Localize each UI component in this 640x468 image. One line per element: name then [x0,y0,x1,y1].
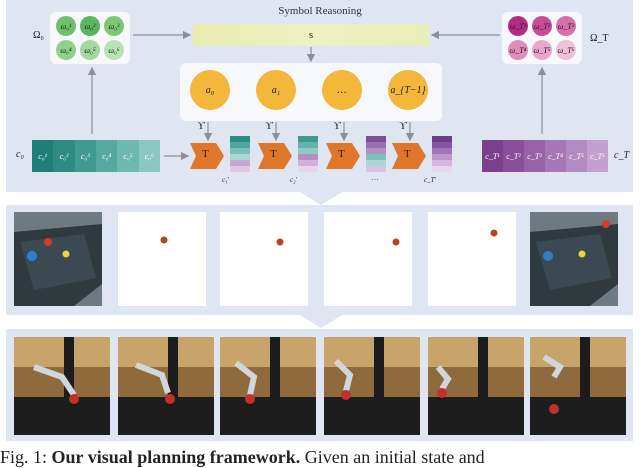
s-symbol: s [308,29,314,41]
t-symbol-2: T [270,148,277,160]
omega-0-circle-2: ω₀² [80,16,100,36]
robot-frame-5 [428,337,524,435]
omega-0-box: ω₀¹ ω₀² ω₀³ ω₀⁴ ω₀⁵ ω₀⁶ [50,12,130,64]
omega-0-circle-3: ω₀³ [104,16,124,36]
upsilon-2: ϒ [265,120,273,132]
omega-t-circle-5: ω_T⁵ [532,40,552,60]
action-a0: a₀ [190,70,230,110]
omega-0-circle-6: ω₀⁶ [104,40,124,60]
action-at-1: a_{T−1} [388,70,428,110]
ct-bar: c_T¹ c_T² c_T³ c_T⁴ c_T⁵ c_T⁶ [482,140,608,172]
t-symbol-3: T [338,148,345,160]
c0-cell-1: c₀¹ [32,140,54,172]
generated-frame-2 [220,212,308,306]
action-a1: a₁ [256,70,296,110]
c0-bar: c₀¹ c₀² c₀³ c₀⁴ c₀⁵ c₀⁶ [32,140,160,172]
flow-arrows [87,30,547,161]
transition-block-3: T [326,143,360,169]
goal-scene-image [530,212,618,306]
s-bar: s [193,24,429,46]
omega-t-circle-4: ω_T⁴ [508,40,528,60]
c-ellipsis-label: … [372,174,379,182]
ct-cell-1: c_T¹ [482,140,503,172]
generated-frame-3 [324,212,412,306]
c0-cell-5: c₀⁵ [117,140,139,172]
t-symbol-1: T [202,148,209,160]
c0-cell-4: c₀⁴ [95,140,118,172]
ct-main-label: c_T [614,150,629,161]
ct-label: c_T' [424,176,436,184]
transition-block-2: T [258,143,292,169]
c0-cell-2: c₀² [53,140,75,172]
upsilon-1: ϒ [197,120,205,132]
robot-frame-4 [324,337,420,435]
ct-cell-5: c_T⁵ [566,140,587,172]
c2-label: c₂' [290,176,298,184]
c1-label: c₁' [222,176,230,184]
omega-t-circle-2: ω_T² [532,16,552,36]
state-stack-2 [298,136,318,172]
caption-rest: Given an initial state and [300,447,485,467]
omega-0-label: Ω₀ [33,30,44,41]
figure-title: Symbol Reasoning [278,5,362,17]
robot-frame-3 [220,337,316,435]
caption-bold: Our visual planning framework. [51,447,301,467]
ct-cell-4: c_T⁴ [545,140,566,172]
omega-t-circle-1: ω_T¹ [508,16,528,36]
generated-frame-1 [118,212,206,306]
robot-frame-1 [14,337,110,435]
actions-box: a₀ a₁ … a_{T−1} [180,63,442,121]
c0-cell-6: c₀⁶ [138,140,160,172]
panel-pointer-1 [298,191,344,205]
omega-0-circle-4: ω₀⁴ [56,40,76,60]
generated-frame-4 [428,212,516,306]
transition-block-4: T [392,143,426,169]
ct-cell-2: c_T² [503,140,524,172]
robot-frame-6 [530,337,626,435]
trajectory-panel [6,205,633,315]
robot-frame-2 [118,337,214,435]
state-stack-3 [366,136,386,172]
panel-pointer-2 [298,314,344,328]
action-ellipsis: … [322,70,362,110]
omega-t-box: ω_T¹ ω_T² ω_T³ ω_T⁴ ω_T⁵ ω_T⁶ [502,12,582,64]
state-stack-4 [432,136,452,172]
robot-execution-panel [6,329,633,441]
transition-block-1: T [190,143,224,169]
caption-prefix: Fig. 1: [0,447,52,467]
omega-0-circle-5: ω₀⁵ [80,40,100,60]
c0-cell-3: c₀³ [74,140,96,172]
state-stack-1 [230,136,250,172]
figure-caption: Fig. 1: Our visual planning framework. G… [0,447,640,468]
omega-0-circle-1: ω₀¹ [56,16,76,36]
upsilon-3: ϒ [333,120,341,132]
ct-cell-6: c_T⁶ [587,140,608,172]
omega-t-circle-3: ω_T³ [556,16,576,36]
upsilon-4: ϒ [399,120,407,132]
ct-cell-3: c_T³ [524,140,545,172]
c0-label: c₀ [16,149,24,160]
omega-t-label: Ω_T [590,33,609,44]
t-symbol-4: T [404,148,411,160]
omega-t-circle-6: ω_T⁶ [556,40,576,60]
initial-scene-image [14,212,102,306]
